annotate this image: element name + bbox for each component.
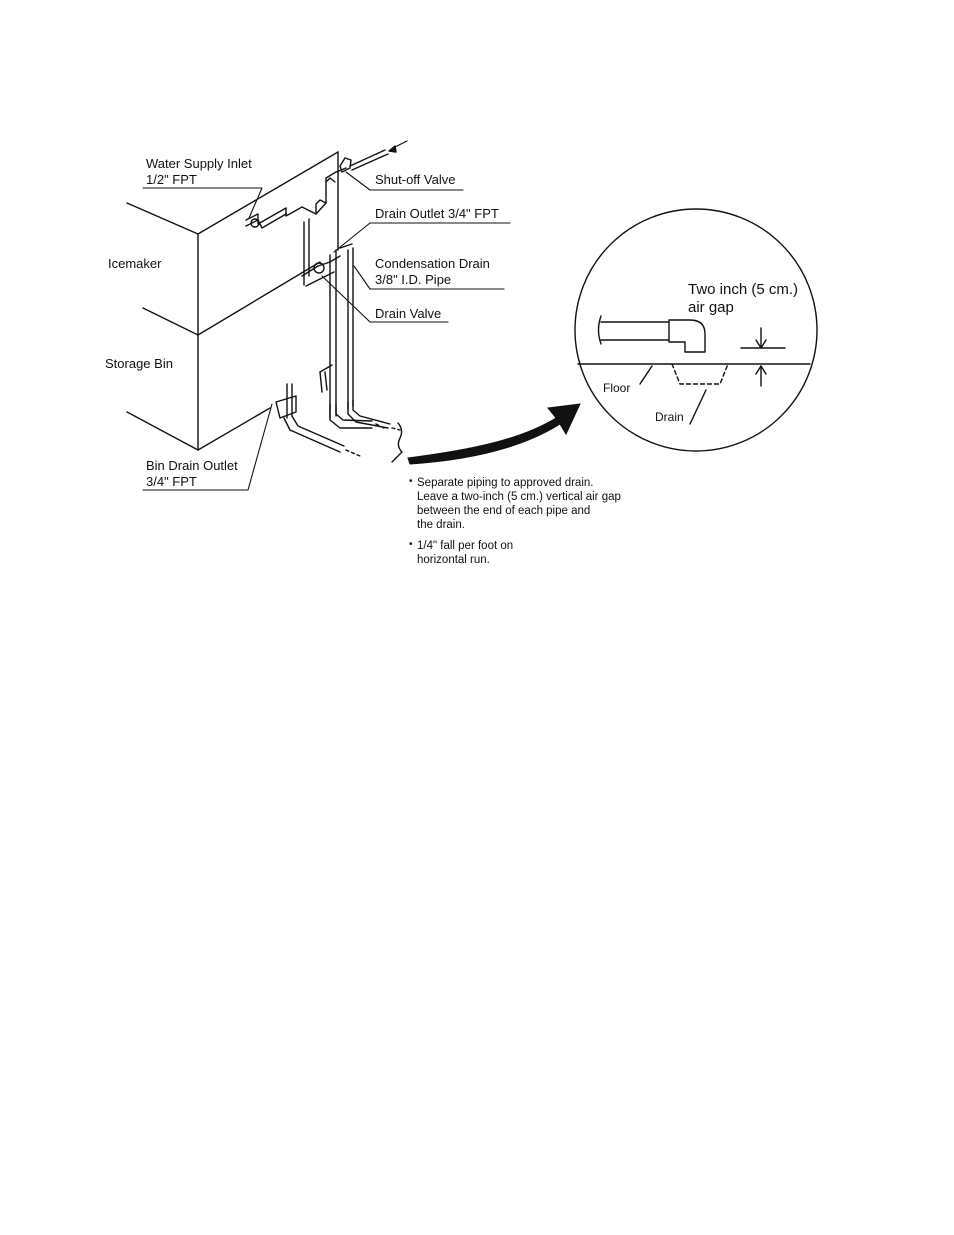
floor-label: Floor <box>603 381 631 395</box>
drain-label: Drain <box>655 410 684 424</box>
note-2-line2: horizontal run. <box>417 554 490 566</box>
leader-lines <box>142 171 511 491</box>
note-1-line4: the drain. <box>417 519 465 531</box>
shutoff-valve-label: Shut-off Valve <box>375 172 456 187</box>
pipe-ends-brace <box>391 422 403 463</box>
condensation-drain-line1: Condensation Drain <box>375 256 490 271</box>
drain-piping <box>301 243 401 431</box>
note-air-gap: • Separate piping to approved drain. Lea… <box>409 476 621 531</box>
drain-outlet-label: Drain Outlet 3/4" FPT <box>375 206 499 221</box>
condensation-drain-line2: 3/8" I.D. Pipe <box>375 272 452 287</box>
icemaker-label: Icemaker <box>108 256 162 271</box>
air-gap-line2: air gap <box>688 299 734 316</box>
note-2-line1: 1/4" fall per foot on <box>417 540 514 552</box>
bin-drain-outlet-line2: 3/4" FPT <box>146 474 197 489</box>
water-supply-inlet-line2: 1/2" FPT <box>146 172 197 187</box>
condensation-drain-label: Condensation Drain 3/8" I.D. Pipe <box>375 256 490 288</box>
air-gap-detail <box>574 208 818 452</box>
note-1-line3: between the end of each pipe and <box>417 505 591 517</box>
storage-bin-label: Storage Bin <box>105 356 173 371</box>
icemaker-cabinet <box>126 151 339 451</box>
water-supply-inlet-line1: Water Supply Inlet <box>146 156 252 171</box>
drain-valve-label: Drain Valve <box>375 306 442 321</box>
bin-drain-outlet-label: Bin Drain Outlet 3/4" FPT <box>146 458 238 490</box>
note-1-line1: Separate piping to approved drain. <box>417 477 594 489</box>
water-supply-piping <box>245 140 408 277</box>
bin-drain-outlet-line1: Bin Drain Outlet <box>146 458 238 473</box>
bin-drain-piping <box>275 383 361 457</box>
note-1-line2: Leave a two-inch (5 cm.) vertical air ga… <box>417 491 621 503</box>
note-fall: • 1/4" fall per foot on horizontal run. <box>409 539 514 566</box>
air-gap-label: Two inch (5 cm.) air gap <box>688 281 798 317</box>
air-gap-line1: Two inch (5 cm.) <box>688 281 799 298</box>
water-supply-inlet-label: Water Supply Inlet 1/2" FPT <box>146 156 252 188</box>
callout-arrow <box>407 403 581 465</box>
